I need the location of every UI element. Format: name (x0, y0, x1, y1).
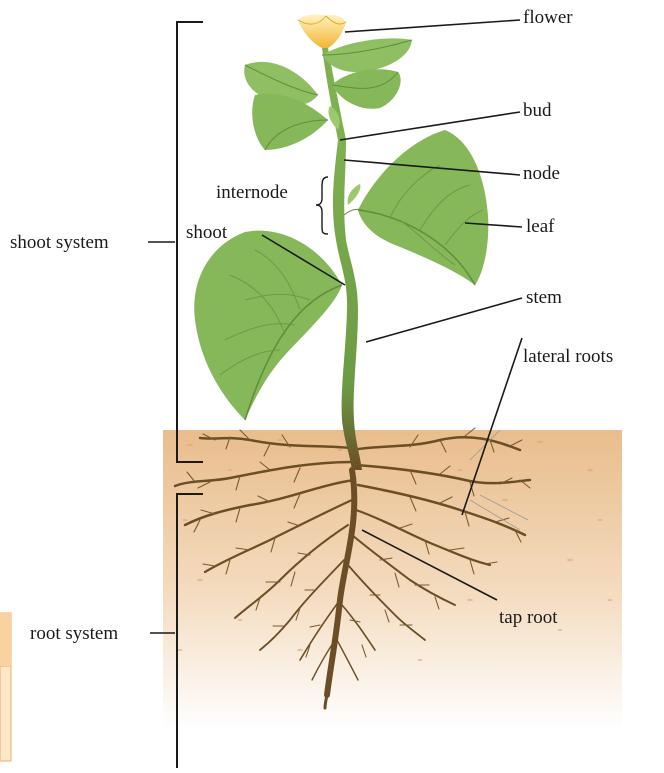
internode-brace (316, 177, 328, 234)
label-node: node (523, 164, 560, 183)
label-shoot-system: shoot system (10, 233, 109, 252)
label-flower: flower (523, 8, 573, 27)
label-leaf: leaf (526, 217, 554, 236)
label-shoot: shoot (186, 223, 227, 242)
label-tap-root: tap root (499, 608, 558, 627)
flower-leader (345, 20, 520, 32)
stem-leader (366, 298, 522, 342)
label-bud: bud (523, 101, 552, 120)
flower (298, 14, 346, 48)
table-fragment (0, 613, 11, 761)
label-internode: internode (216, 183, 288, 202)
label-root-system: root system (30, 624, 118, 643)
label-lateral-roots: lateral roots (523, 347, 613, 366)
label-stem: stem (526, 288, 562, 307)
soil (163, 430, 622, 730)
